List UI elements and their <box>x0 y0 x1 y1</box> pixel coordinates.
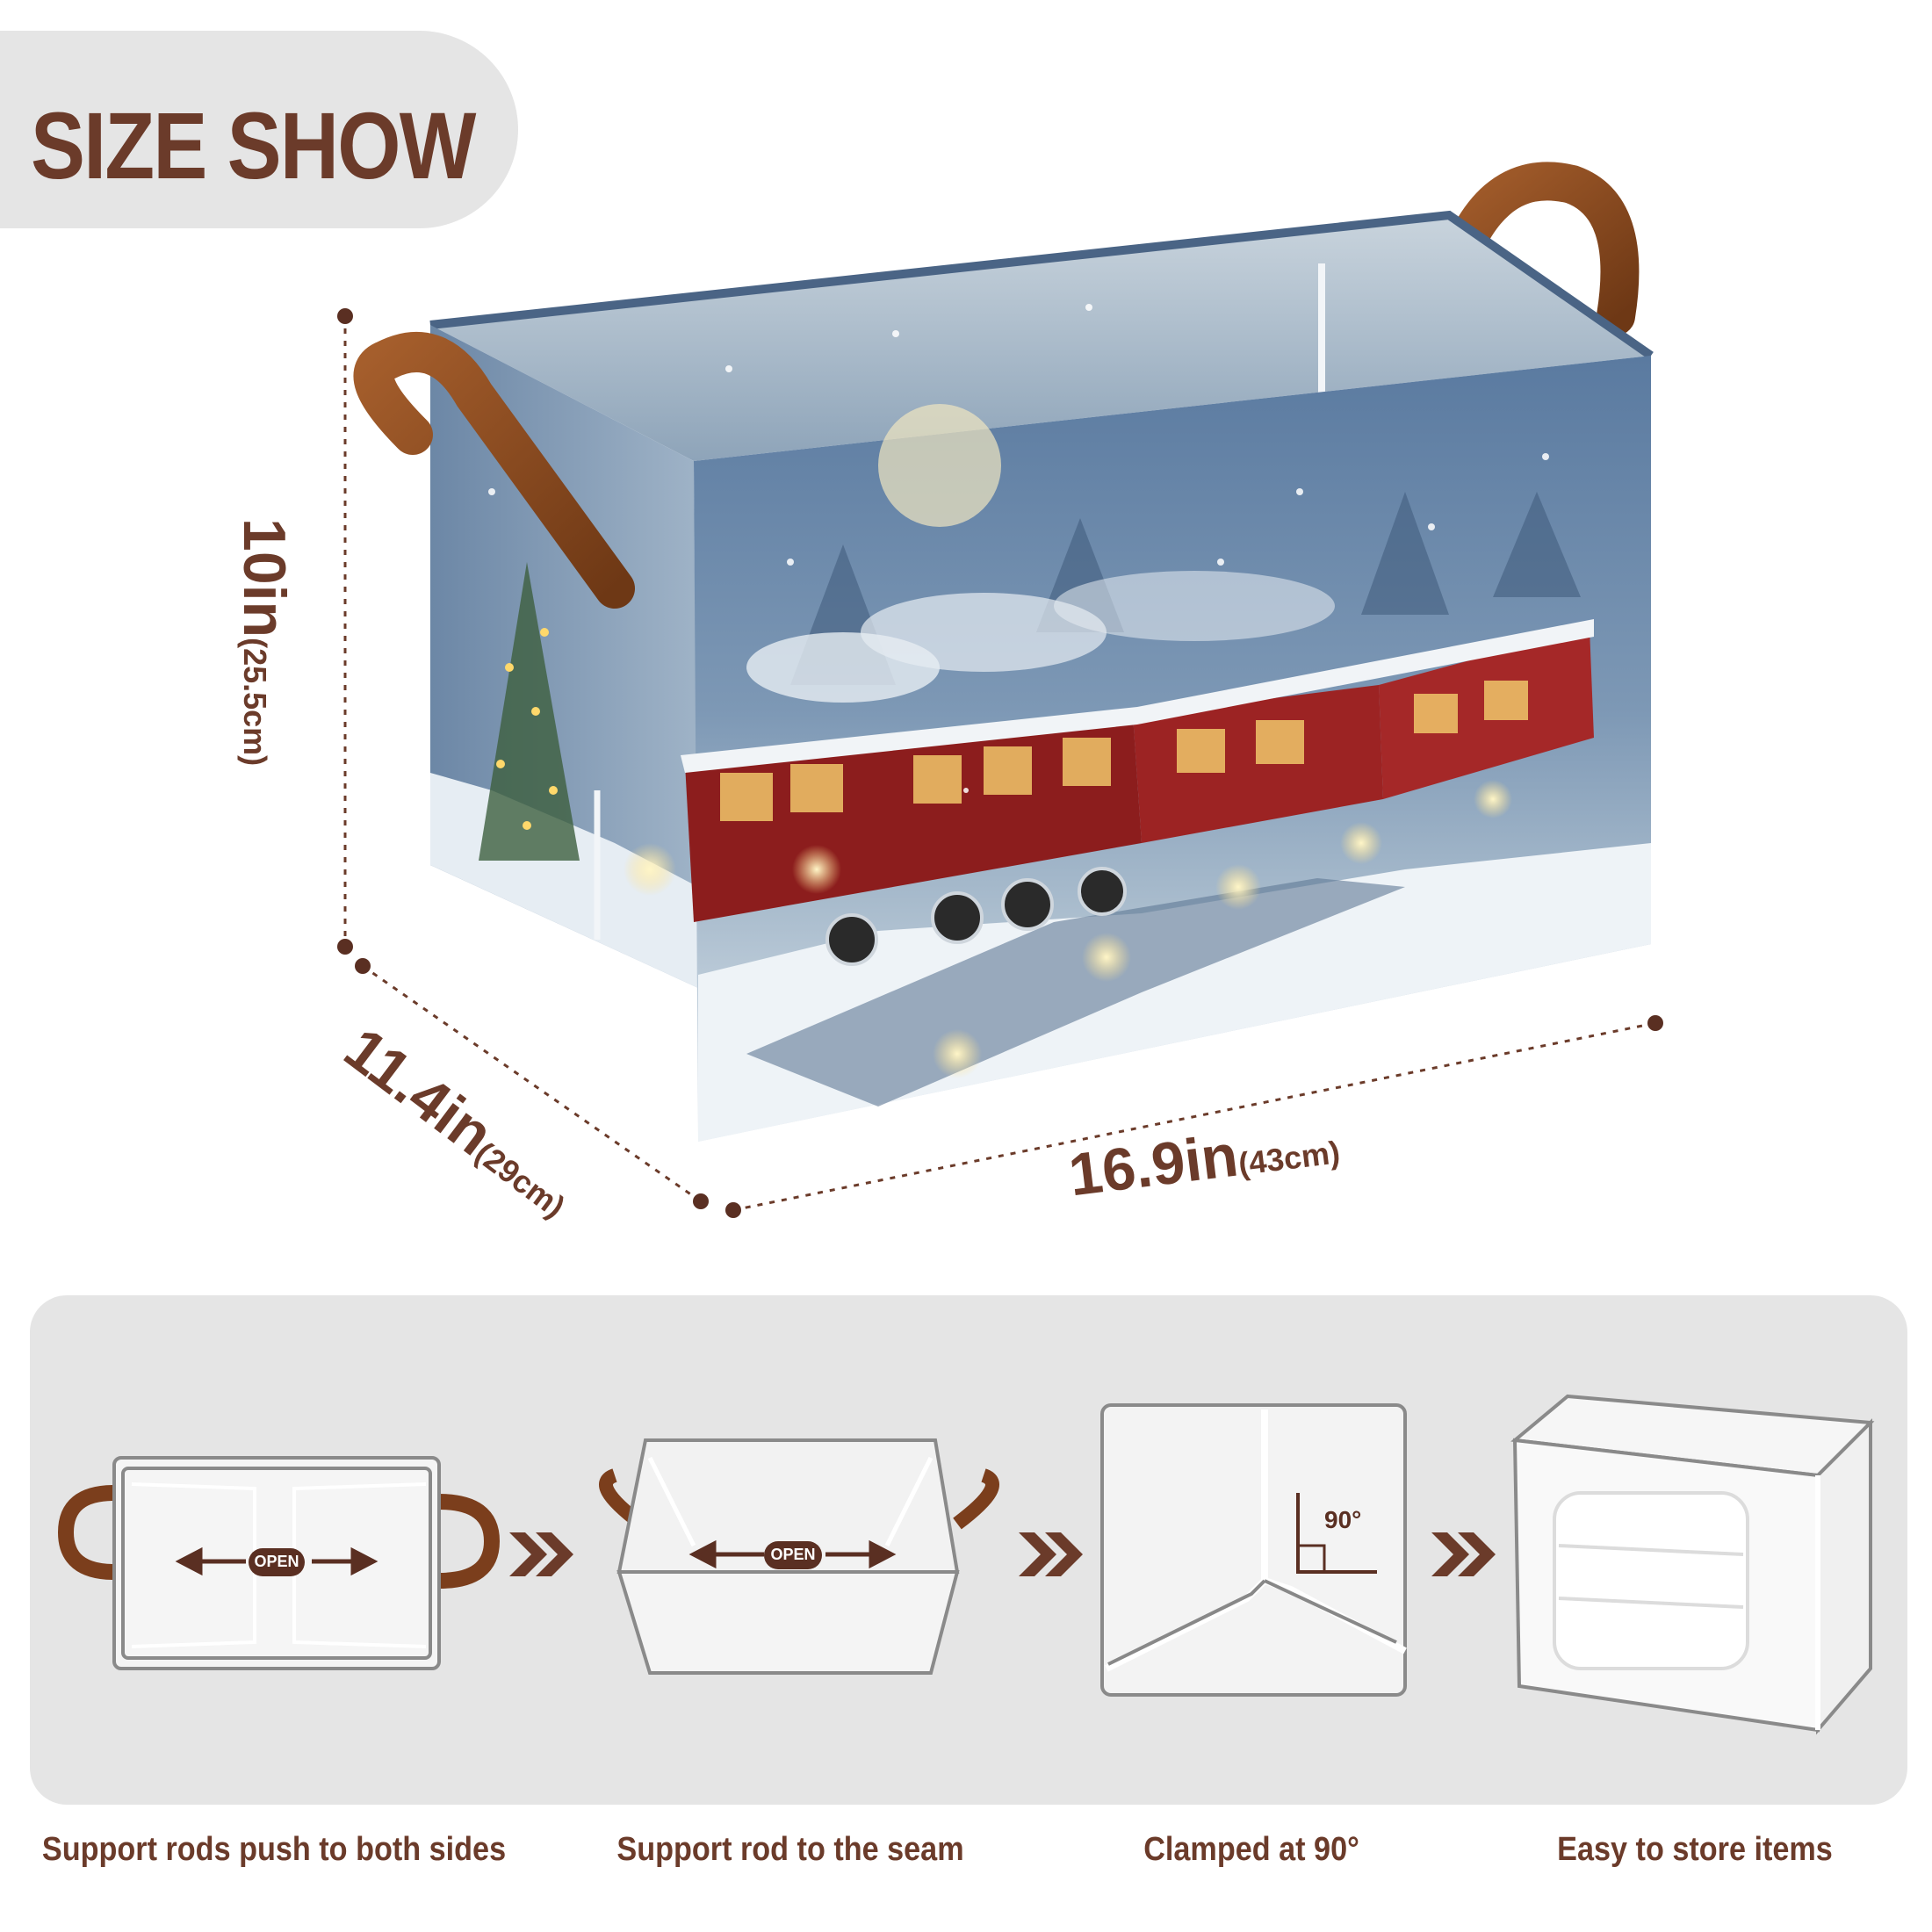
step-1-caption: Support rods push to both sides <box>41 1831 507 1868</box>
front-handle <box>353 332 635 609</box>
assembly-steps-panel <box>30 1295 1907 1805</box>
height-dimension-label: 10in(25.5cm) <box>231 518 298 767</box>
step-2-caption: Support rod to the seam <box>616 1831 964 1868</box>
dimension-lines <box>343 316 1656 1212</box>
open-badge-step-2: OPEN <box>770 1546 816 1563</box>
basket-inner <box>430 215 1651 461</box>
step-3-caption: Clamped at 90° <box>1143 1831 1359 1868</box>
step-4-caption: Easy to store items <box>1557 1831 1833 1868</box>
angle-label: 90° <box>1324 1506 1362 1533</box>
page-title: SIZE SHOW <box>31 92 476 198</box>
open-badge-step-1: OPEN <box>254 1553 299 1570</box>
header-tab: SIZE SHOW <box>0 31 518 228</box>
